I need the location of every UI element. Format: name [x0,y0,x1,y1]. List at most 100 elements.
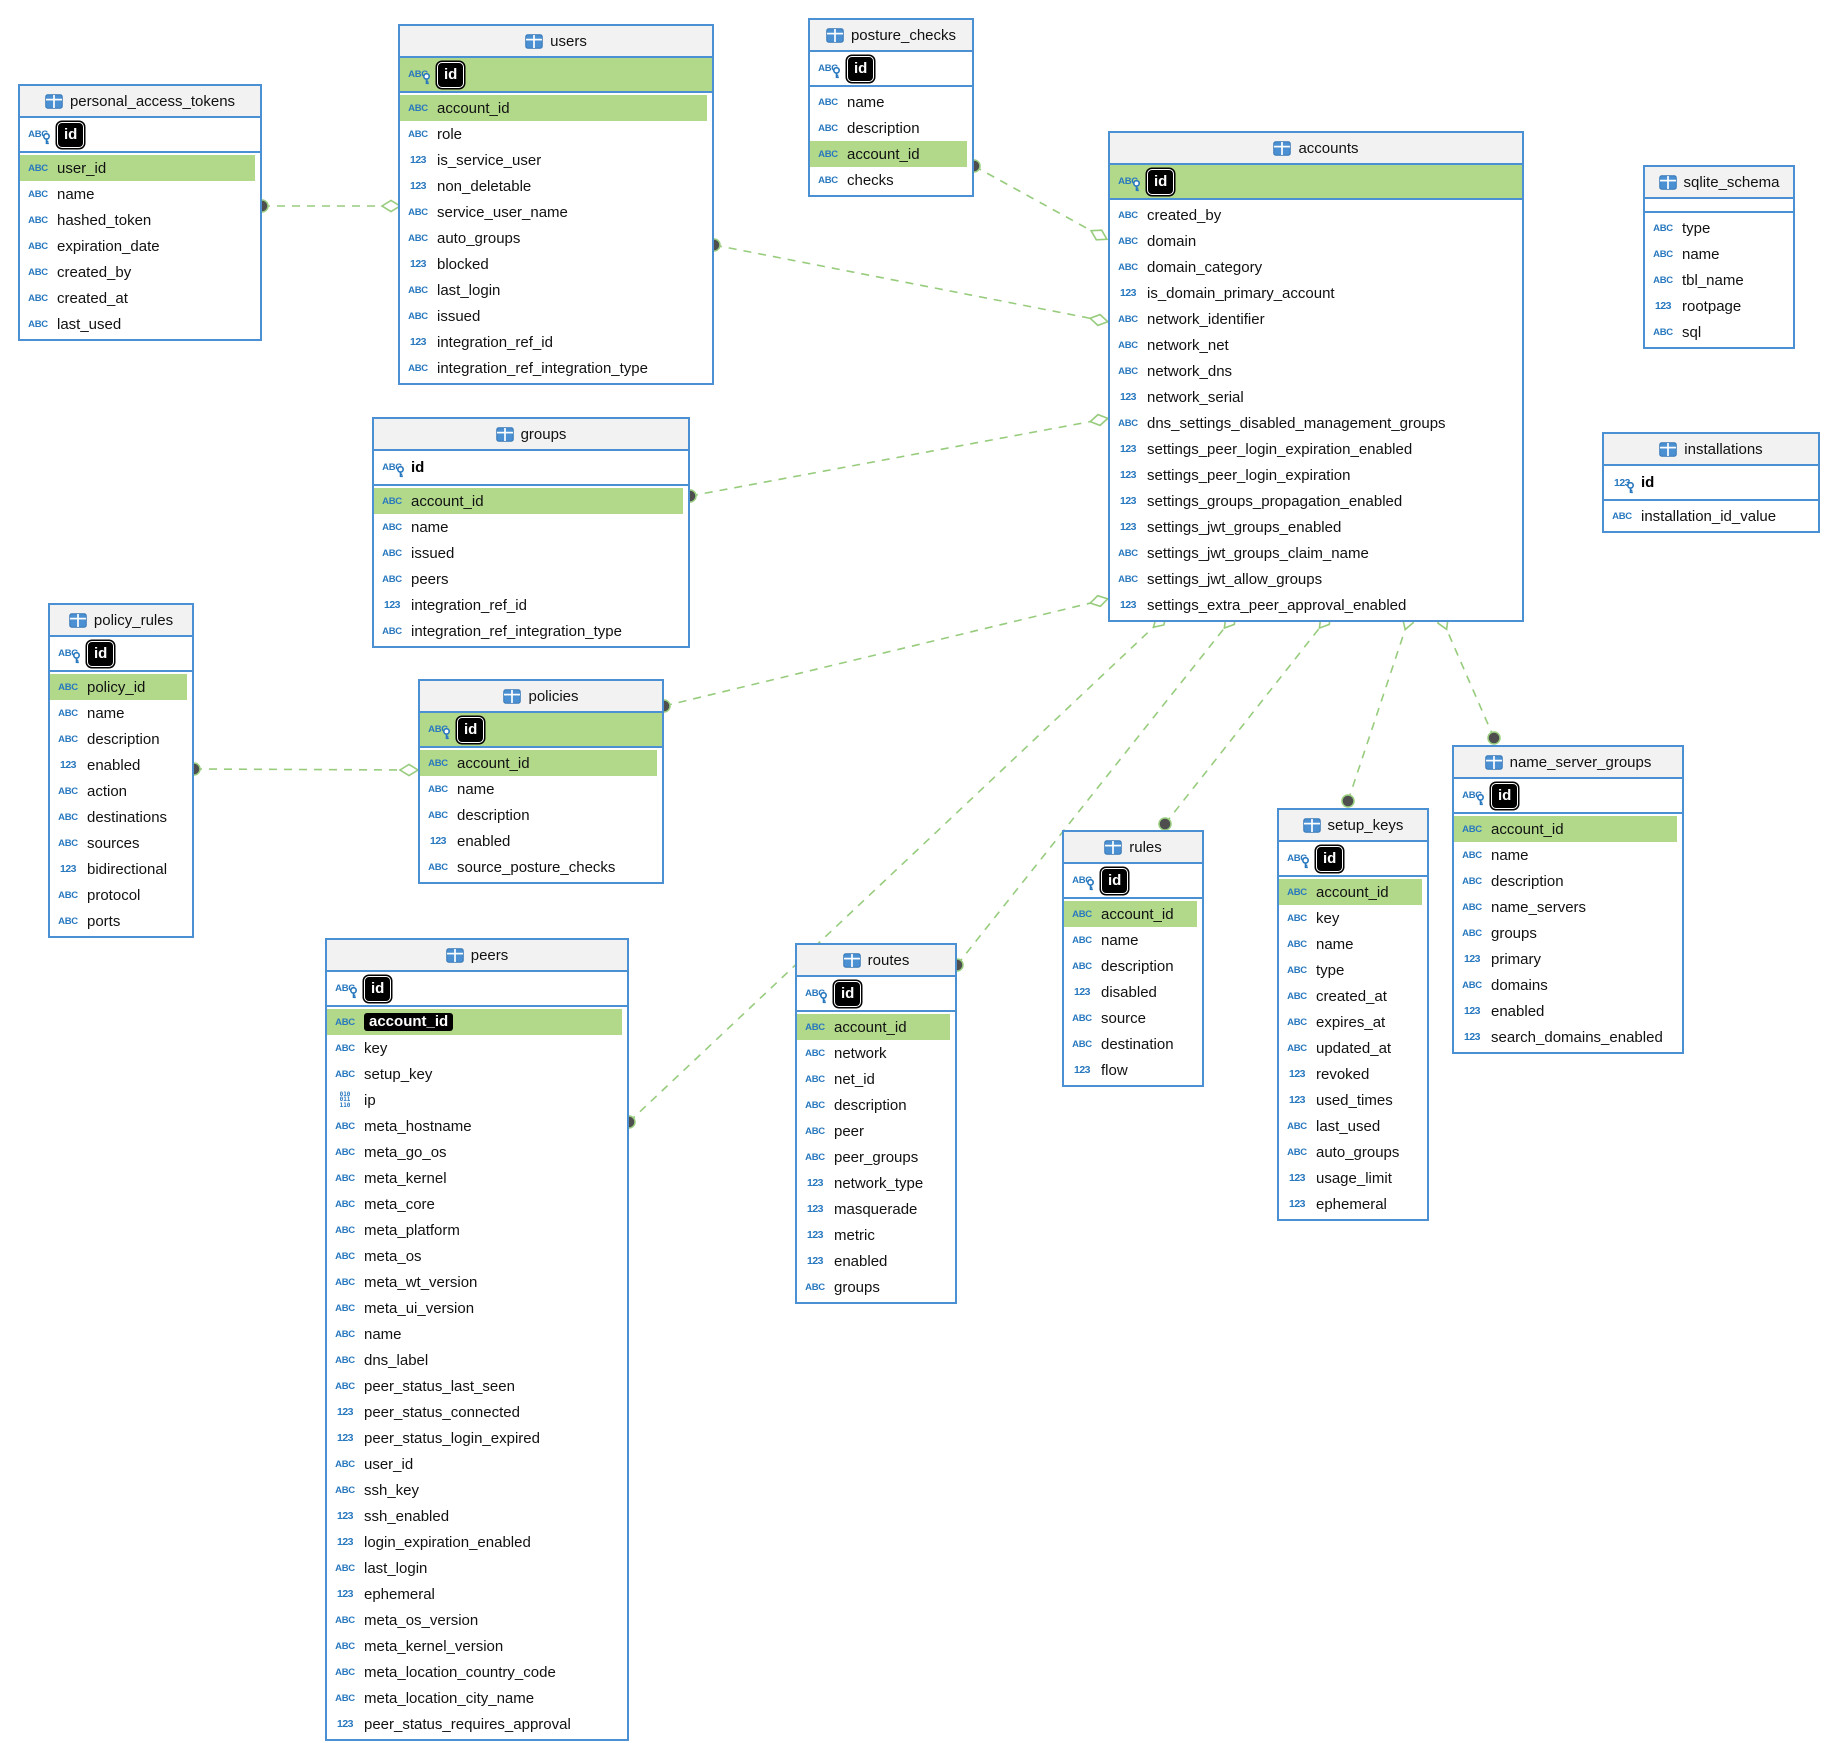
table-header[interactable]: accounts [1110,133,1522,165]
table-header[interactable]: policies [420,681,662,713]
relationship-name_server_groups-accounts[interactable] [1437,611,1501,745]
relationship-personal_access_tokens-users[interactable] [255,199,402,213]
table-header[interactable]: posture_checks [810,20,972,52]
table-header[interactable]: name_server_groups [1454,747,1682,779]
table-header[interactable]: personal_access_tokens [20,86,260,118]
table-header[interactable]: installations [1604,434,1818,466]
relationship-policies-accounts[interactable] [657,594,1110,713]
table-header[interactable]: policy_rules [50,605,192,637]
table-header[interactable]: users [400,26,712,58]
relationship-groups-accounts[interactable] [683,413,1110,503]
relationship-posture_checks-accounts[interactable] [967,159,1109,241]
relationship-users-accounts[interactable] [707,238,1110,327]
table-header[interactable]: rules [1064,832,1202,864]
